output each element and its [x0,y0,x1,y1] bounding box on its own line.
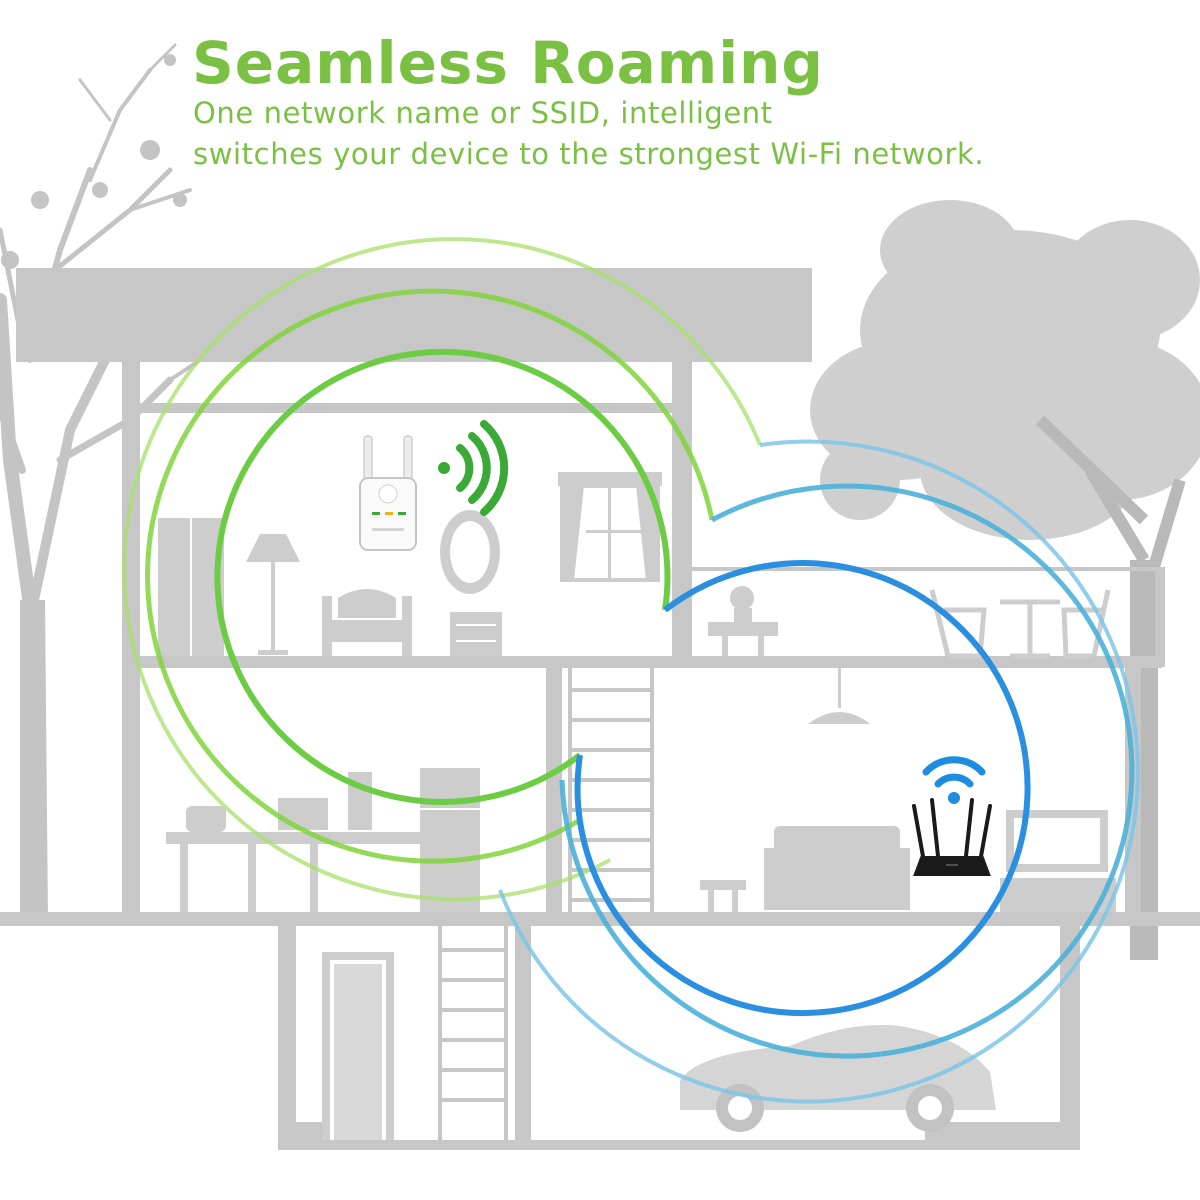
tagline-line-1: One network name or SSID, intelligent [193,96,773,130]
mirror-icon [440,510,500,594]
wifi-signal-blue-icon [922,756,986,804]
router-icon [912,798,992,876]
left-tree-icon [0,43,202,920]
basement-door-icon [322,952,394,1140]
bed-icon [322,589,412,656]
tagline-line-2: switches your device to the strongest Wi… [193,137,985,171]
planter-table-icon [708,586,778,656]
nightstand-icon [450,612,502,656]
house-structure [0,268,1200,1150]
car-icon [680,1024,996,1132]
floor-lamp-icon [246,534,300,655]
ceiling-lamp-icon [808,668,870,724]
headline-title: Seamless Roaming [192,29,824,97]
wardrobe-icon [158,518,224,656]
kitchen-counter-icon [166,768,480,912]
wifi-signal-green-icon [438,420,509,516]
extender-icon [359,435,417,551]
sofa-icon [700,826,910,912]
extender-coverage-waves [122,237,762,902]
router-coverage-waves [498,439,1140,1104]
staircase-icon [438,668,654,1140]
window-curtains-icon [558,472,662,582]
